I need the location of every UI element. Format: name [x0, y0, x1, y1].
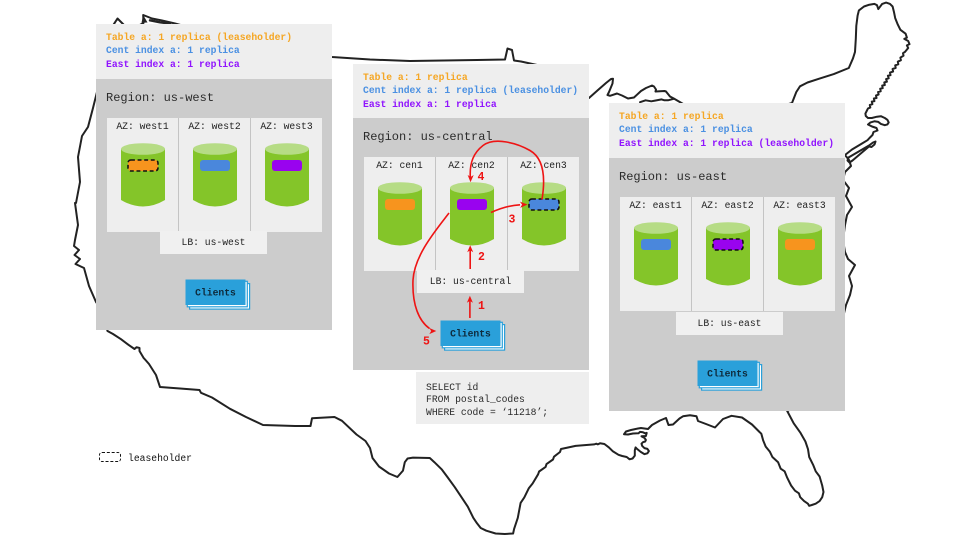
svg-text:Clients: Clients [450, 328, 491, 339]
svg-text:Clients: Clients [707, 368, 748, 379]
svg-text:Clients: Clients [195, 287, 236, 298]
